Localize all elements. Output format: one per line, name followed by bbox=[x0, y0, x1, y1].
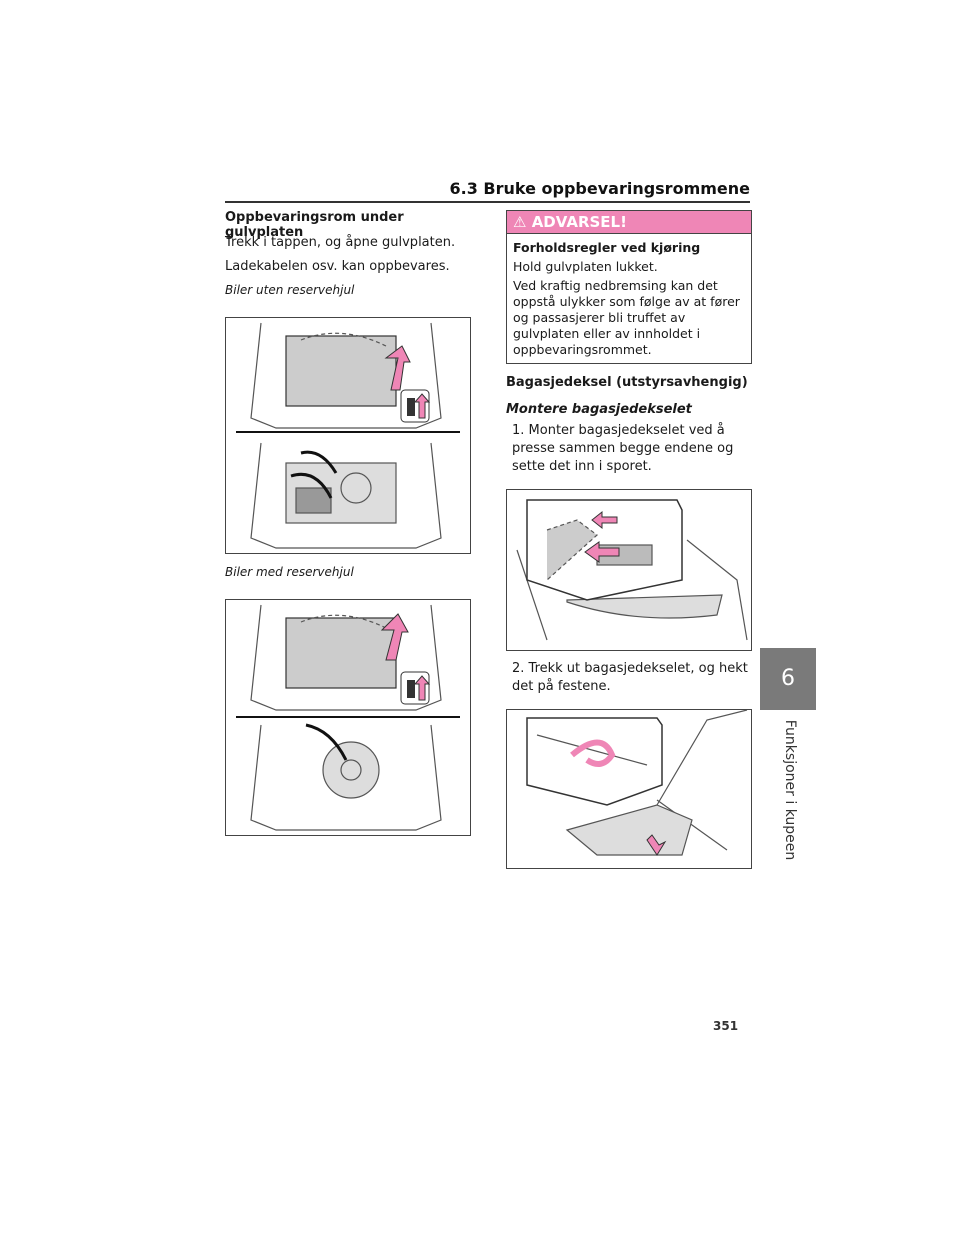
page-number: 351 bbox=[713, 1019, 739, 1033]
section-heading: Oppbevaringsrom under gulvplaten bbox=[225, 210, 404, 240]
step-2: 2. Trekk ut bagasjedekselet, og hekt det… bbox=[512, 661, 748, 694]
warning-title: ADVARSEL! bbox=[531, 213, 627, 231]
figure-cover-install bbox=[506, 489, 752, 651]
figure-with-spare-wheel bbox=[225, 599, 471, 836]
figure-cover-hook bbox=[506, 709, 752, 869]
section-heading: Bagasjedeksel (utstyrsavhengig) bbox=[506, 375, 748, 390]
subheading: Montere bagasjedekselet bbox=[506, 402, 692, 417]
warning-icon: ⚠ bbox=[513, 213, 527, 231]
section-title: 6.3 Bruke oppbevaringsrommene bbox=[449, 179, 750, 198]
warning-subtitle: Forholdsregler ved kjøring bbox=[513, 240, 701, 255]
paragraph: Trekk i tappen, og åpne gulvplaten. bbox=[225, 235, 456, 250]
chapter-tab-label: Funksjoner i kupeen bbox=[782, 719, 798, 861]
trunk-illustration bbox=[236, 604, 460, 831]
cover-hook-illustration bbox=[526, 710, 748, 856]
warning-text: Hold gulvplaten lukket. bbox=[513, 259, 658, 274]
warning-text: Ved kraftig nedbremsing kan det oppstå u… bbox=[513, 278, 740, 357]
paragraph: Ladekabelen osv. kan oppbevares. bbox=[225, 259, 450, 274]
figure-no-spare-wheel bbox=[225, 317, 471, 554]
header-rule bbox=[225, 201, 750, 203]
trunk-illustration bbox=[236, 322, 460, 549]
warning-box: ⚠ ADVARSEL! Forholdsregler ved kjøring H… bbox=[506, 210, 752, 364]
warning-header: ⚠ ADVARSEL! bbox=[507, 211, 751, 234]
step-1: 1. Monter bagasjedekselet ved å presse s… bbox=[512, 423, 734, 474]
figure-caption: Biler med reservehjul bbox=[225, 565, 354, 579]
figure-caption: Biler uten reservehjul bbox=[225, 283, 355, 297]
chapter-tab-number: 6 bbox=[760, 648, 816, 710]
cover-illustration bbox=[516, 499, 748, 641]
